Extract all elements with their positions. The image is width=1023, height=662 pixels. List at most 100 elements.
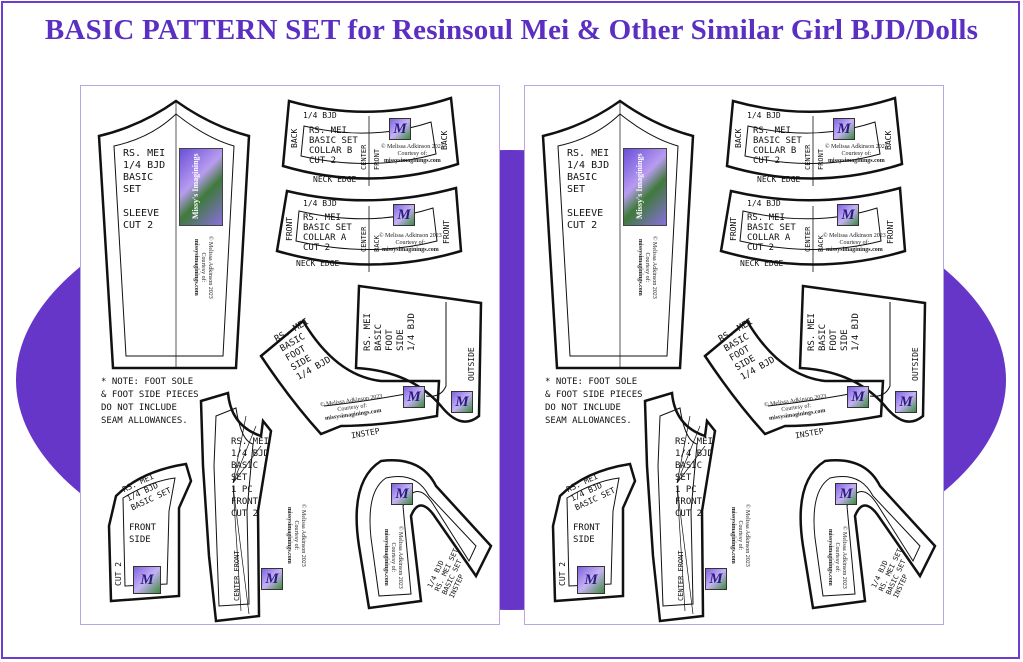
credit-site: missysimaginings.com <box>193 238 199 296</box>
logo-icon: M <box>895 391 917 413</box>
logo-icon: M <box>833 118 855 140</box>
sleeve-label: RS. MEI 1/4 BJD BASIC SET SLEEVE CUT 2 <box>567 148 610 231</box>
collar-b-outline <box>281 96 460 180</box>
foot-side-outside-edge: OUTSIDE <box>467 347 476 381</box>
credit-courtesy: Courtesy of: <box>737 520 743 551</box>
front-side-outline <box>551 462 637 603</box>
credit-copyright: © Melissa Adkinson 2023 <box>841 526 847 589</box>
missys-imaginings-photo: Missy's Imaginings <box>179 148 223 226</box>
sole-outline <box>355 459 493 610</box>
front-outline <box>199 391 273 623</box>
credit-courtesy: Courtesy of: <box>644 252 650 283</box>
collar-a-right-edge: FRONT <box>442 219 451 244</box>
logo-icon: M <box>393 204 415 226</box>
collar-b-center: CENTER <box>360 144 368 170</box>
collar-a-bottom: NECK EDGE <box>296 259 340 268</box>
foot-side-outside-outline <box>354 284 483 423</box>
front-side-cut: CUT 2 <box>558 561 567 586</box>
foot-side-instep-outline <box>703 319 885 436</box>
front-side-text: FRONT SIDE <box>573 523 601 545</box>
collar-a-label: RS. MEI BASIC SET COLLAR A CUT 2 <box>303 213 352 253</box>
logo-icon: M <box>705 568 727 590</box>
credit-courtesy: Courtesy of: <box>841 151 872 157</box>
credit-courtesy: Courtesy of: <box>397 151 428 157</box>
credit-site: missysimaginings.com <box>383 158 441 164</box>
credit-copyright: © Melissa Adkinson 2023 <box>823 233 886 239</box>
logo-icon: M <box>451 391 473 413</box>
pattern-outlines <box>97 96 493 623</box>
credit-copyright: © Melissa Adkinson 2023 <box>651 236 657 299</box>
credit-copyright: © Melissa Adkinson 2023 <box>744 504 750 567</box>
collar-b-top: 1/4 BJD <box>747 111 781 120</box>
collar-a-right-edge: FRONT <box>886 219 895 244</box>
pattern-page-left: Missy's Imaginings © Melissa Adkinson 20… <box>80 85 500 625</box>
credit-courtesy: Courtesy of: <box>200 252 206 283</box>
collar-b-left-edge: BACK <box>734 128 743 148</box>
seam-allowance-note: * NOTE: FOOT SOLE & FOOT SIDE PIECES DO … <box>545 377 643 426</box>
collar-a-bottom: NECK EDGE <box>740 259 784 268</box>
logo-icon: M <box>837 204 859 226</box>
collar-a-left-edge: FRONT <box>729 216 738 241</box>
collar-b-bottom: NECK EDGE <box>757 175 801 184</box>
credit-courtesy: Courtesy of: <box>834 542 840 573</box>
collar-b-bottom: NECK EDGE <box>313 175 357 184</box>
front-side-cut: CUT 2 <box>114 561 123 586</box>
collar-a-left-edge: FRONT <box>285 216 294 241</box>
foot-side-outside-label: RS. MEI BASIC FOOT SIDE 1/4 BJD <box>807 313 861 351</box>
logo-icon: M <box>133 566 161 594</box>
credit-copyright: © Melissa Adkinson 2023 <box>825 144 888 150</box>
credit-site: missysimaginings.com <box>827 528 833 586</box>
foot-side-instep-outline <box>259 319 441 436</box>
photo-text: Missy's Imaginings <box>635 153 644 219</box>
collar-b-label: RS. MEI BASIC SET COLLAR B CUT 2 <box>753 126 802 166</box>
foot-side-outside-outline <box>798 284 927 423</box>
credit-copyright: © Melissa Adkinson 2023 <box>207 236 213 299</box>
collar-a-center: CENTER <box>804 226 812 252</box>
credit-copyright: © Melissa Adkinson 2023 <box>397 526 403 589</box>
logo-icon: M <box>389 118 411 140</box>
collar-a-outline <box>719 186 907 266</box>
credit-copyright: © Melissa Adkinson 2023 <box>300 504 306 567</box>
credit-site: missysimaginings.com <box>286 506 292 564</box>
collar-a-top: 1/4 BJD <box>303 199 337 208</box>
credit-courtesy: Courtesy of: <box>293 520 299 551</box>
credit-site: missysimaginings.com <box>730 506 736 564</box>
logo-icon: M <box>261 568 283 590</box>
logo-icon: M <box>391 483 413 505</box>
seam-allowance-note: * NOTE: FOOT SOLE & FOOT SIDE PIECES DO … <box>101 377 199 426</box>
front-center: CENTER FRONT <box>677 550 685 601</box>
credit-courtesy: Courtesy of: <box>395 240 426 246</box>
credit-copyright: © Melissa Adkinson 2023 <box>379 233 442 239</box>
credit-site: missysimaginings.com <box>381 247 439 253</box>
logo-icon: M <box>835 483 857 505</box>
logo-icon: M <box>577 566 605 594</box>
credit-site: missysimaginings.com <box>825 247 883 253</box>
collar-a-label: RS. MEI BASIC SET COLLAR A CUT 2 <box>747 213 796 253</box>
collar-a-top: 1/4 BJD <box>747 199 781 208</box>
page-title: BASIC PATTERN SET for Resinsoul Mei & Ot… <box>44 14 979 46</box>
photo-text: Missy's Imaginings <box>191 153 200 219</box>
logo-icon: M <box>403 386 425 408</box>
front-side-outline <box>107 462 193 603</box>
front-side-text: FRONT SIDE <box>129 523 157 545</box>
foot-side-outside-edge: OUTSIDE <box>911 347 920 381</box>
credit-copyright: © Melissa Adkinson 2023 <box>381 144 444 150</box>
sleeve-label: RS. MEI 1/4 BJD BASIC SET SLEEVE CUT 2 <box>123 148 166 231</box>
collar-b-outline <box>725 96 904 180</box>
logo-icon: M <box>847 386 869 408</box>
foot-side-outside-label: RS. MEI BASIC FOOT SIDE 1/4 BJD <box>363 313 417 351</box>
front-center: CENTER FRONT <box>233 550 241 601</box>
collar-b-left-edge: BACK <box>290 128 299 148</box>
collar-b-top: 1/4 BJD <box>303 111 337 120</box>
missys-imaginings-photo: Missy's Imaginings <box>623 148 667 226</box>
credit-courtesy: Courtesy of: <box>390 542 396 573</box>
credit-site: missysimaginings.com <box>827 158 885 164</box>
front-label: RS. MEI 1/4 BJD BASIC SET 1 PC FRONT CUT… <box>231 437 269 519</box>
